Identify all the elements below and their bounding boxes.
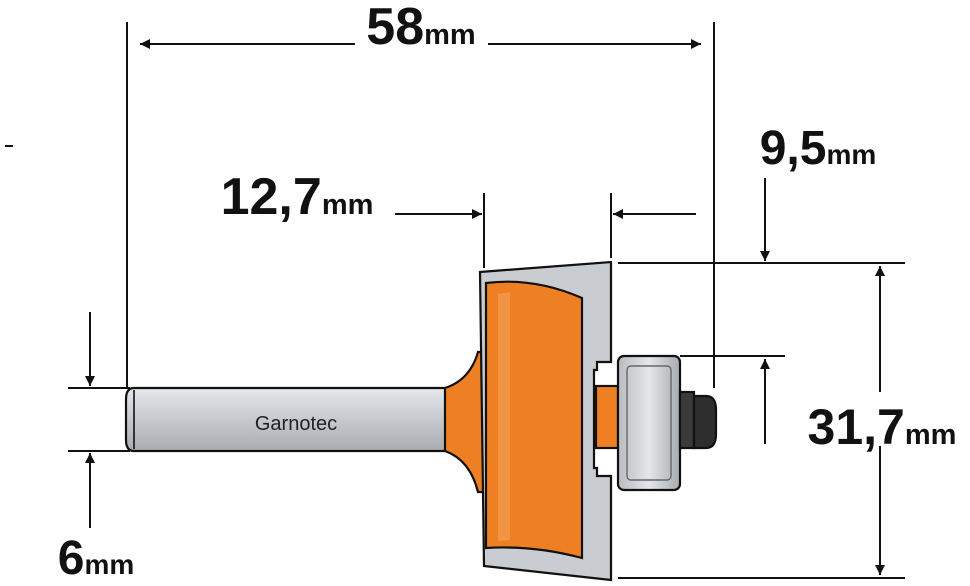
dim-unit-31-7: mm [905,419,957,451]
dim-unit-6: mm [84,549,134,580]
dim-value-31-7: 31,7 [808,399,905,455]
dim-unit-12-7: mm [322,189,374,221]
dim-label-9-5: 9,5mm [760,122,877,175]
dim-label-31-7: 31,7mm [808,399,957,455]
bearing-icon [616,354,718,492]
spindle [594,384,620,450]
dim-label-6: 6mm [58,532,135,585]
dim-value-12-7: 12,7 [221,168,322,226]
shank [124,386,449,453]
dim-unit-9-5: mm [826,139,876,170]
dim-unit-58: mm [424,19,476,51]
screw-shoulder [678,390,696,450]
bearing-inner-race [626,365,672,481]
brand-label: Garnotec [255,413,337,435]
dim-value-6: 6 [58,532,85,585]
router-bit-icon: Garnotec [124,260,718,582]
screw-head [692,394,718,450]
body-highlight [498,292,510,541]
dim-value-58: 58 [366,0,424,56]
dim-value-9-5: 9,5 [760,122,827,175]
dim-label-12-7: 12,7mm [221,168,374,226]
neck-fillet [443,350,487,494]
dim-label-58: 58mm [366,0,475,56]
